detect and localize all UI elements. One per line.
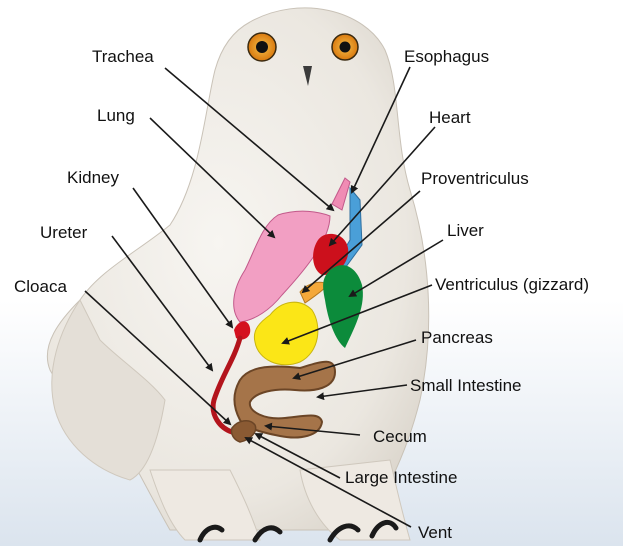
label-ventriculus: Ventriculus (gizzard) <box>435 275 589 294</box>
label-ureter: Ureter <box>40 223 88 242</box>
label-lung: Lung <box>97 106 135 125</box>
label-kidney: Kidney <box>67 168 119 187</box>
label-cloaca: Cloaca <box>14 277 67 296</box>
label-heart: Heart <box>429 108 471 127</box>
label-small-intestine: Small Intestine <box>410 376 522 395</box>
owl-pupil-right <box>340 42 351 53</box>
label-vent: Vent <box>418 523 452 542</box>
label-large-intestine: Large Intestine <box>345 468 457 487</box>
label-proventriculus: Proventriculus <box>421 169 529 188</box>
label-esophagus: Esophagus <box>404 47 489 66</box>
label-trachea: Trachea <box>92 47 154 66</box>
label-liver: Liver <box>447 221 484 240</box>
owl-pupil-left <box>256 41 268 53</box>
label-cecum: Cecum <box>373 427 427 446</box>
label-pancreas: Pancreas <box>421 328 493 347</box>
